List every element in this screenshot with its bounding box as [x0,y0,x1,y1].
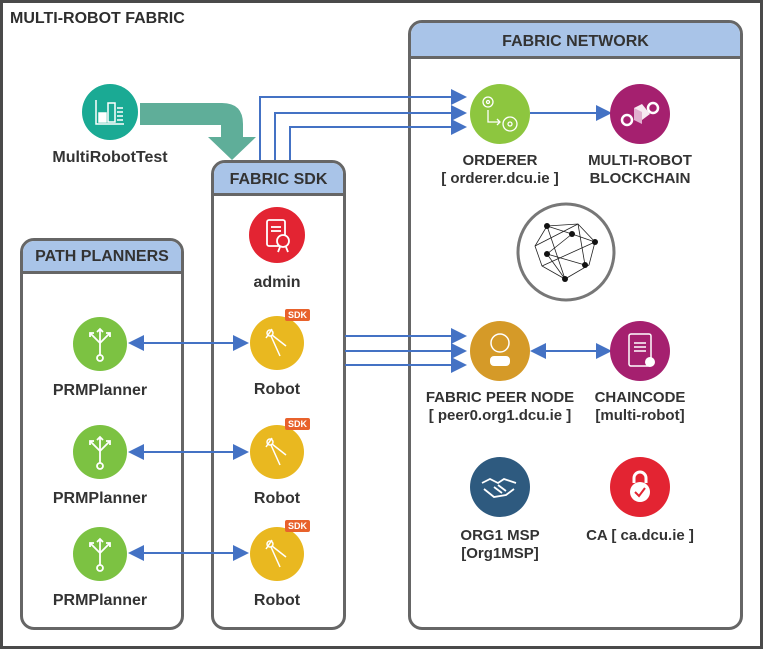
peer-title: FABRIC PEER NODE [425,389,575,406]
orderer-title: ORDERER [462,152,538,169]
planner-node: PRMPlanner [40,317,160,400]
chart-icon [82,84,138,140]
admin-node: admin [222,207,332,292]
sdk-orderer-line-1 [259,89,467,160]
fabric-sdk-header: FABRIC SDK [214,163,343,196]
planner-label: PRMPlanner [52,382,148,399]
msp-title: ORG1 MSP [460,527,540,544]
robot-icon: SDK [250,520,310,581]
admin-label: admin [253,274,301,291]
hyperledger-logo [515,201,617,303]
robot-label: Robot [253,592,301,609]
sdk-badge: SDK [284,309,310,321]
sdk-badge: SDK [284,520,310,532]
blockchain-node: MULTI-ROBOT BLOCKCHAIN [570,84,710,188]
robot-node: SDK Robot [222,309,332,399]
robot-label: Robot [253,490,301,507]
diagram-title: MULTI-ROBOT FABRIC [10,10,185,27]
robot-node: SDK Robot [222,520,332,610]
fabric-network-header: FABRIC NETWORK [411,23,740,59]
planner-node: PRMPlanner [40,527,160,610]
robot-node: SDK Robot [222,418,332,508]
ca-title: CA [ ca.dcu.ie ] [586,527,694,544]
blockchain-icon [610,84,670,144]
orderer-node: ORDERER [ orderer.dcu.ie ] [420,84,580,188]
branch-arrows-icon [73,425,127,479]
user-icon [470,321,530,381]
blockchain-title: MULTI-ROBOT [588,152,692,169]
blockchain-subtitle: BLOCKCHAIN [589,170,691,187]
padlock-check-icon [610,457,670,517]
sdk-orderer-line-2 [274,105,467,160]
multirobot-test-node: MultiRobotTest [35,84,185,167]
branch-arrows-icon [73,317,127,371]
chaincode-title: CHAINCODE [594,389,686,406]
handshake-icon [470,457,530,517]
ca-node: CA [ ca.dcu.ie ] [570,457,710,545]
msp-id: [Org1MSP] [461,545,539,562]
planner-label: PRMPlanner [52,490,148,507]
sdk-badge: SDK [284,418,310,430]
contract-icon [610,321,670,381]
network-graph-icon [516,202,616,302]
multirobot-test-label: MultiRobotTest [52,149,168,166]
certificate-icon [249,207,305,263]
path-planners-header: PATH PLANNERS [23,241,181,274]
peer-host: [ peer0.org1.dcu.ie ] [428,407,572,424]
test-to-sdk-arrow [140,103,256,160]
robot-icon: SDK [250,309,310,370]
msp-node: ORG1 MSP [Org1MSP] [430,457,570,563]
chaincode-name: [multi-robot] [595,407,685,424]
branch-arrows-icon [73,527,127,581]
orderer-host: [ orderer.dcu.ie ] [441,170,559,187]
robot-label: Robot [253,381,301,398]
sdk-orderer-line-3 [289,119,467,160]
robot-icon: SDK [250,418,310,479]
planner-node: PRMPlanner [40,425,160,508]
planner-label: PRMPlanner [52,592,148,609]
path-planners-panel: PATH PLANNERS [20,238,184,630]
gears-workflow-icon [470,84,530,144]
chaincode-node: CHAINCODE [multi-robot] [575,321,705,425]
peer-node: FABRIC PEER NODE [ peer0.org1.dcu.ie ] [410,321,590,425]
